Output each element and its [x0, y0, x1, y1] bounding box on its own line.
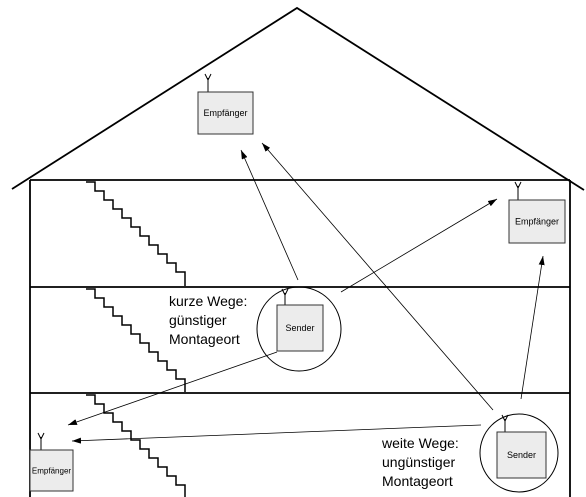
antenna-icon [501, 414, 509, 432]
note-line: Montageort [169, 331, 240, 347]
note-line: weite Wege: [381, 435, 459, 451]
antenna-icon [514, 181, 522, 200]
house-structure [11, 6, 585, 497]
staircases [86, 181, 186, 497]
antenna-icon [281, 288, 289, 305]
signal-arrow-sender-corner-to-ground [71, 424, 482, 444]
receiver-label: Empfänger [203, 108, 247, 118]
note-line: kurze Wege: [169, 293, 247, 309]
sender-ground-right: Sender [479, 413, 559, 493]
sender-box [496, 431, 547, 479]
sender-placement-circle [256, 286, 342, 372]
receiver-box [508, 199, 566, 244]
note-line: Montageort [382, 473, 453, 489]
note-line: ungünstiger [382, 454, 456, 470]
receiver-box [197, 91, 254, 135]
note-short-paths: kurze Wege: günstiger Montageort [169, 293, 247, 347]
sender-label: Sender [285, 323, 314, 333]
sender-middle-floor: Sender [256, 286, 342, 372]
note-line: günstiger [169, 312, 227, 328]
sender-placement-circle [479, 413, 559, 493]
antenna-icon [204, 73, 212, 92]
signal-arrow-sender-corner-to-attic [261, 142, 494, 411]
receiver-ground-left: Empfänger [29, 432, 74, 492]
receiver-label: Empfänger [515, 217, 559, 227]
signal-arrow-sender-corner-to-right [520, 255, 545, 400]
receiver-upper-right: Empfänger [508, 181, 566, 244]
staircase-upper-floor [86, 181, 186, 286]
receiver-label: Empfänger [32, 467, 71, 476]
signal-paths [67, 142, 545, 444]
signal-arrow-sender-middle-to-right [340, 198, 498, 293]
signal-arrow-sender-middle-to-ground [67, 351, 278, 426]
note-long-paths: weite Wege: ungünstiger Montageort [381, 435, 459, 489]
receiver-attic: Empfänger [197, 73, 254, 135]
receiver-box [29, 449, 74, 492]
staircase-ground-floor [86, 394, 186, 497]
signal-arrow-sender-middle-to-attic [240, 149, 299, 281]
roof [11, 6, 585, 191]
staircase-middle-floor [86, 288, 186, 392]
sender-box [276, 304, 324, 352]
antenna-icon [37, 432, 45, 450]
sender-label: Sender [507, 450, 536, 460]
